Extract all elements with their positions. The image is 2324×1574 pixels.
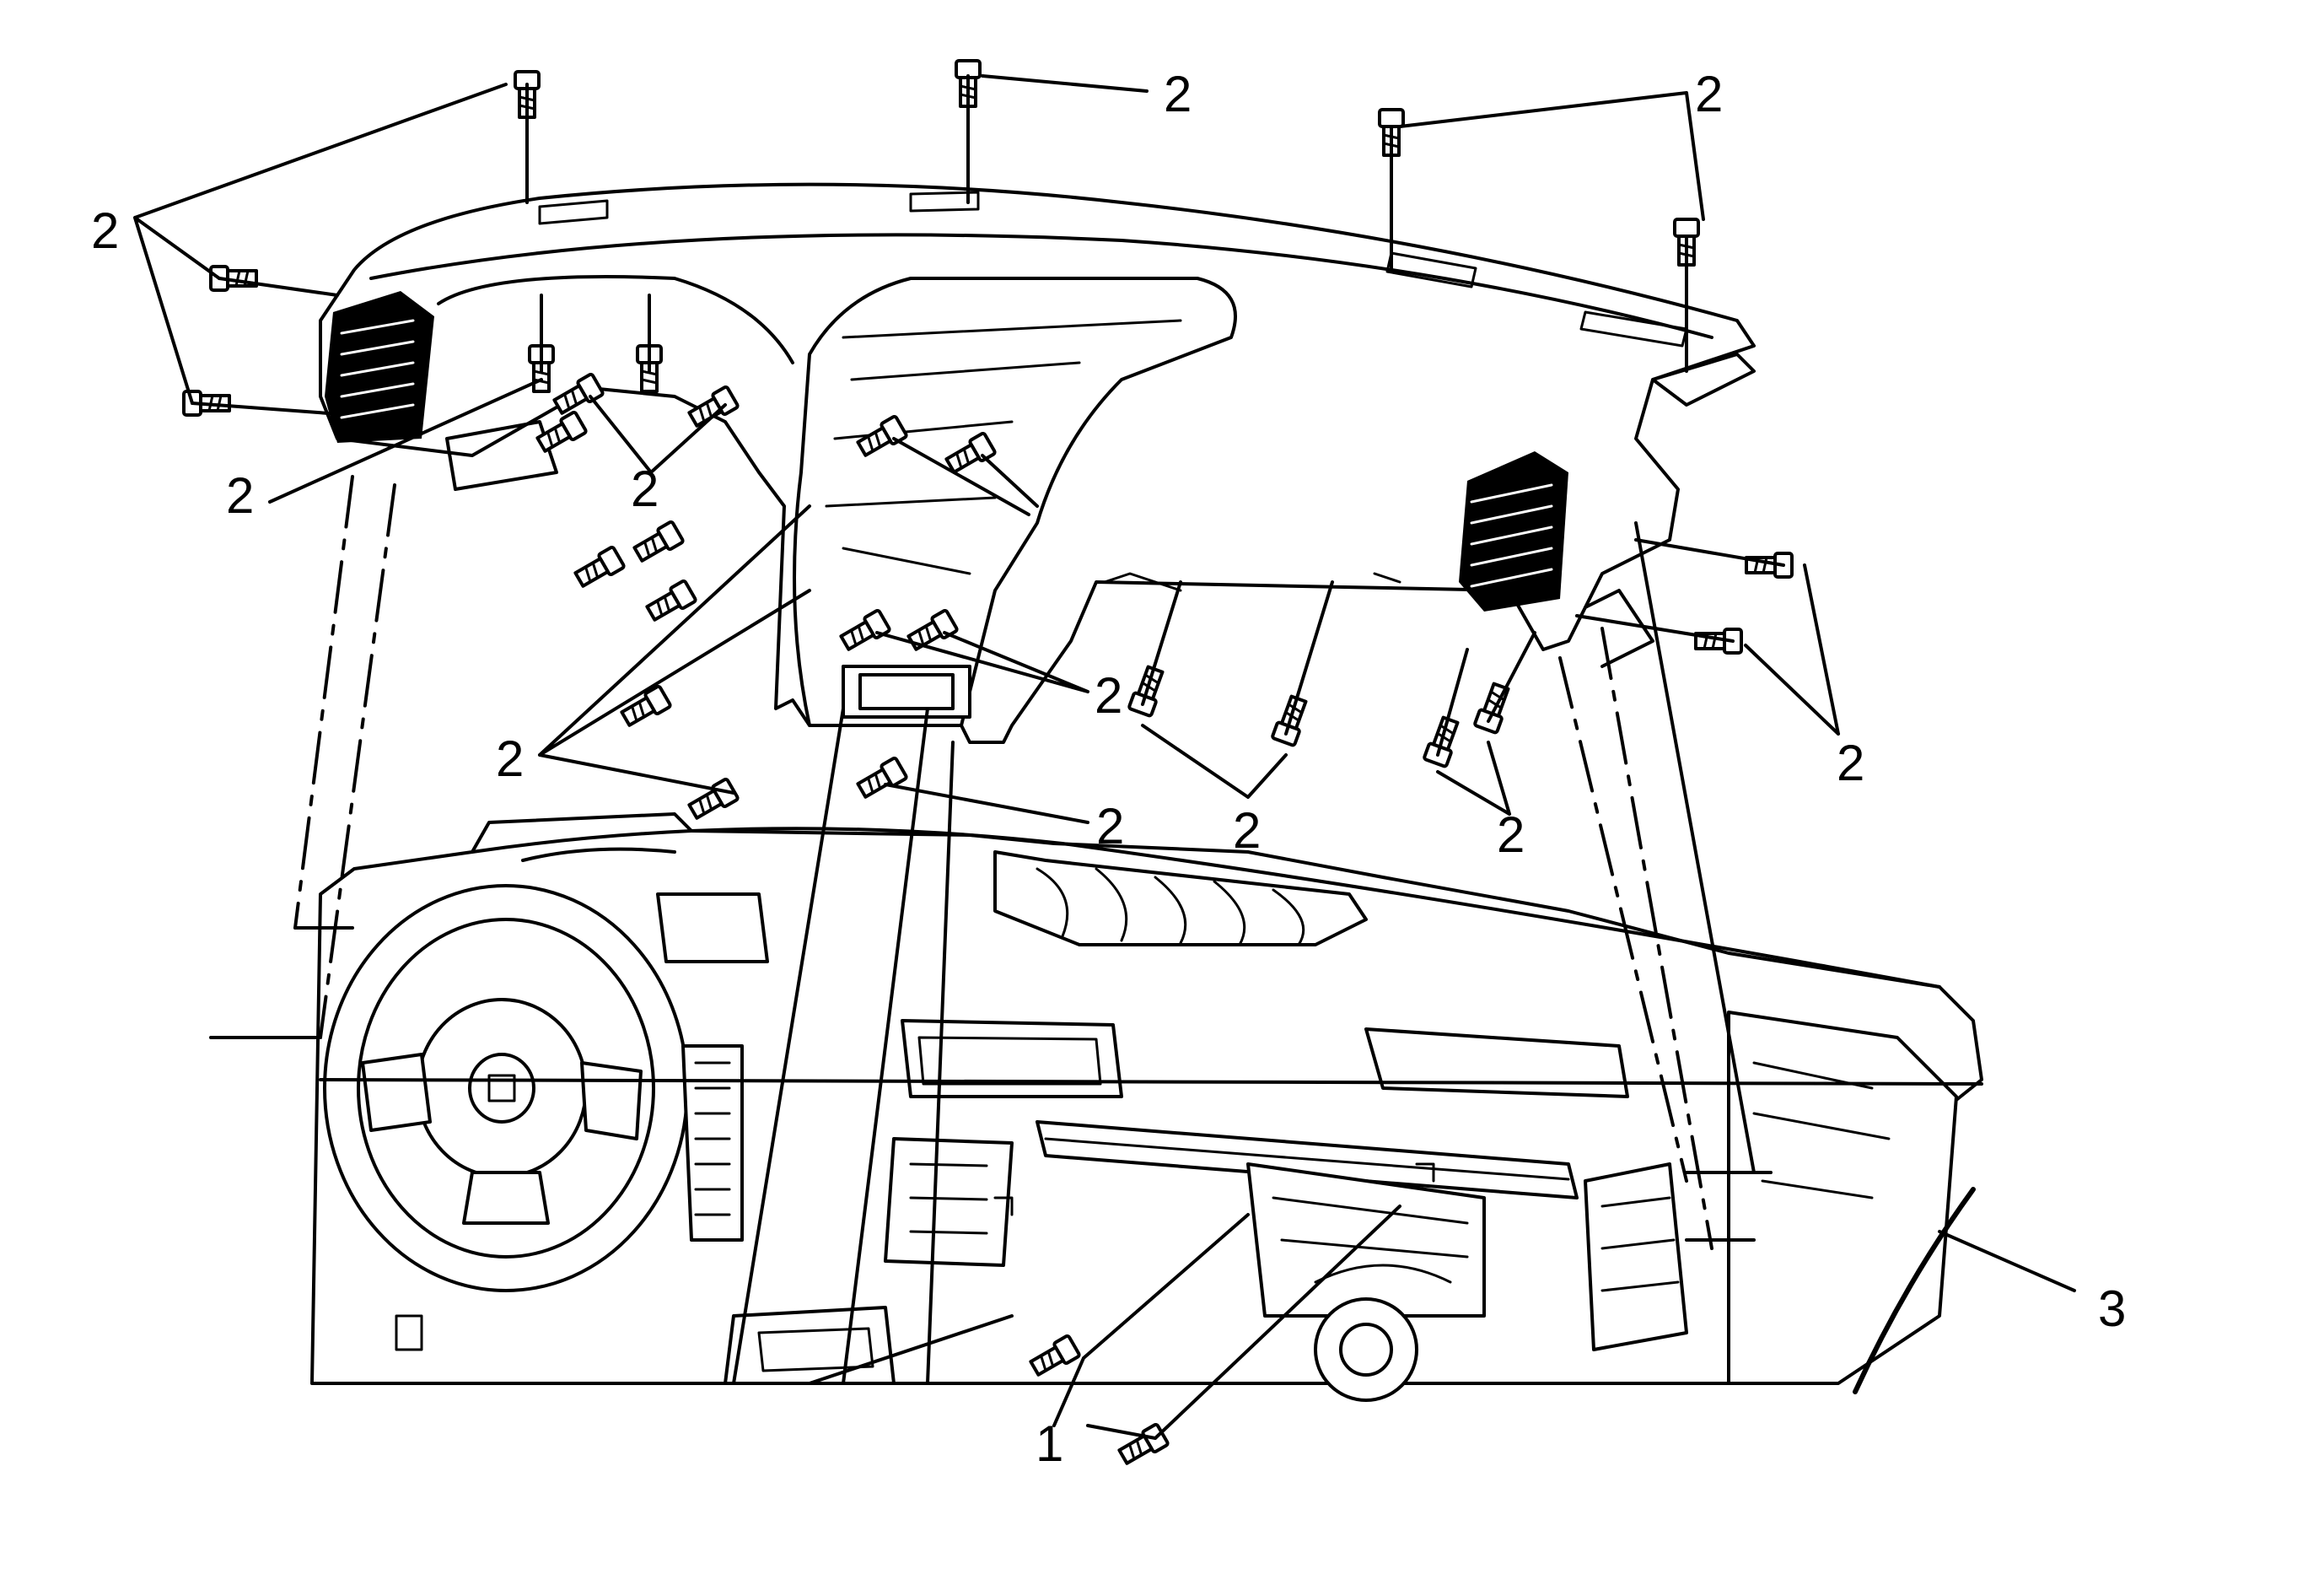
bolt-icon: [571, 544, 627, 592]
callout-label-2: 2: [1095, 667, 1122, 724]
callout-label-2: 2: [1096, 798, 1124, 854]
callout-label-2: 2: [91, 202, 119, 259]
callout-label-2: 2: [631, 461, 659, 517]
callout-label-2: 2: [1233, 802, 1261, 859]
bolt-icon: [1115, 1421, 1170, 1469]
defroster-duct: [993, 850, 1368, 946]
callout-label-2: 2: [496, 730, 524, 787]
panel-edge-3: [1853, 1187, 1976, 1394]
right-air-vent: [1459, 451, 1568, 612]
leader-lines: [133, 74, 2076, 1440]
callout-label-2: 2: [1164, 66, 1192, 122]
alignment-lines: [209, 475, 1983, 1250]
callout-label-3: 3: [2098, 1280, 2126, 1337]
bolt-icon: [533, 409, 589, 457]
upper-instrument-panel-trim: [319, 182, 1756, 744]
left-air-vent: [325, 291, 434, 443]
callout-label-2: 2: [1837, 735, 1864, 791]
callout-label-1: 1: [1036, 1415, 1063, 1472]
bolt-icon: [630, 519, 686, 567]
callout-label-2: 2: [1497, 806, 1525, 863]
callout-label-2: 2: [1695, 66, 1723, 122]
steering-wheel: [323, 884, 744, 1292]
bolt-icon: [853, 755, 909, 803]
callout-label-2: 2: [226, 467, 254, 524]
callout-labels: 2 2 2 2 2 2 2 2 2 2 2 1 3: [91, 66, 2126, 1472]
